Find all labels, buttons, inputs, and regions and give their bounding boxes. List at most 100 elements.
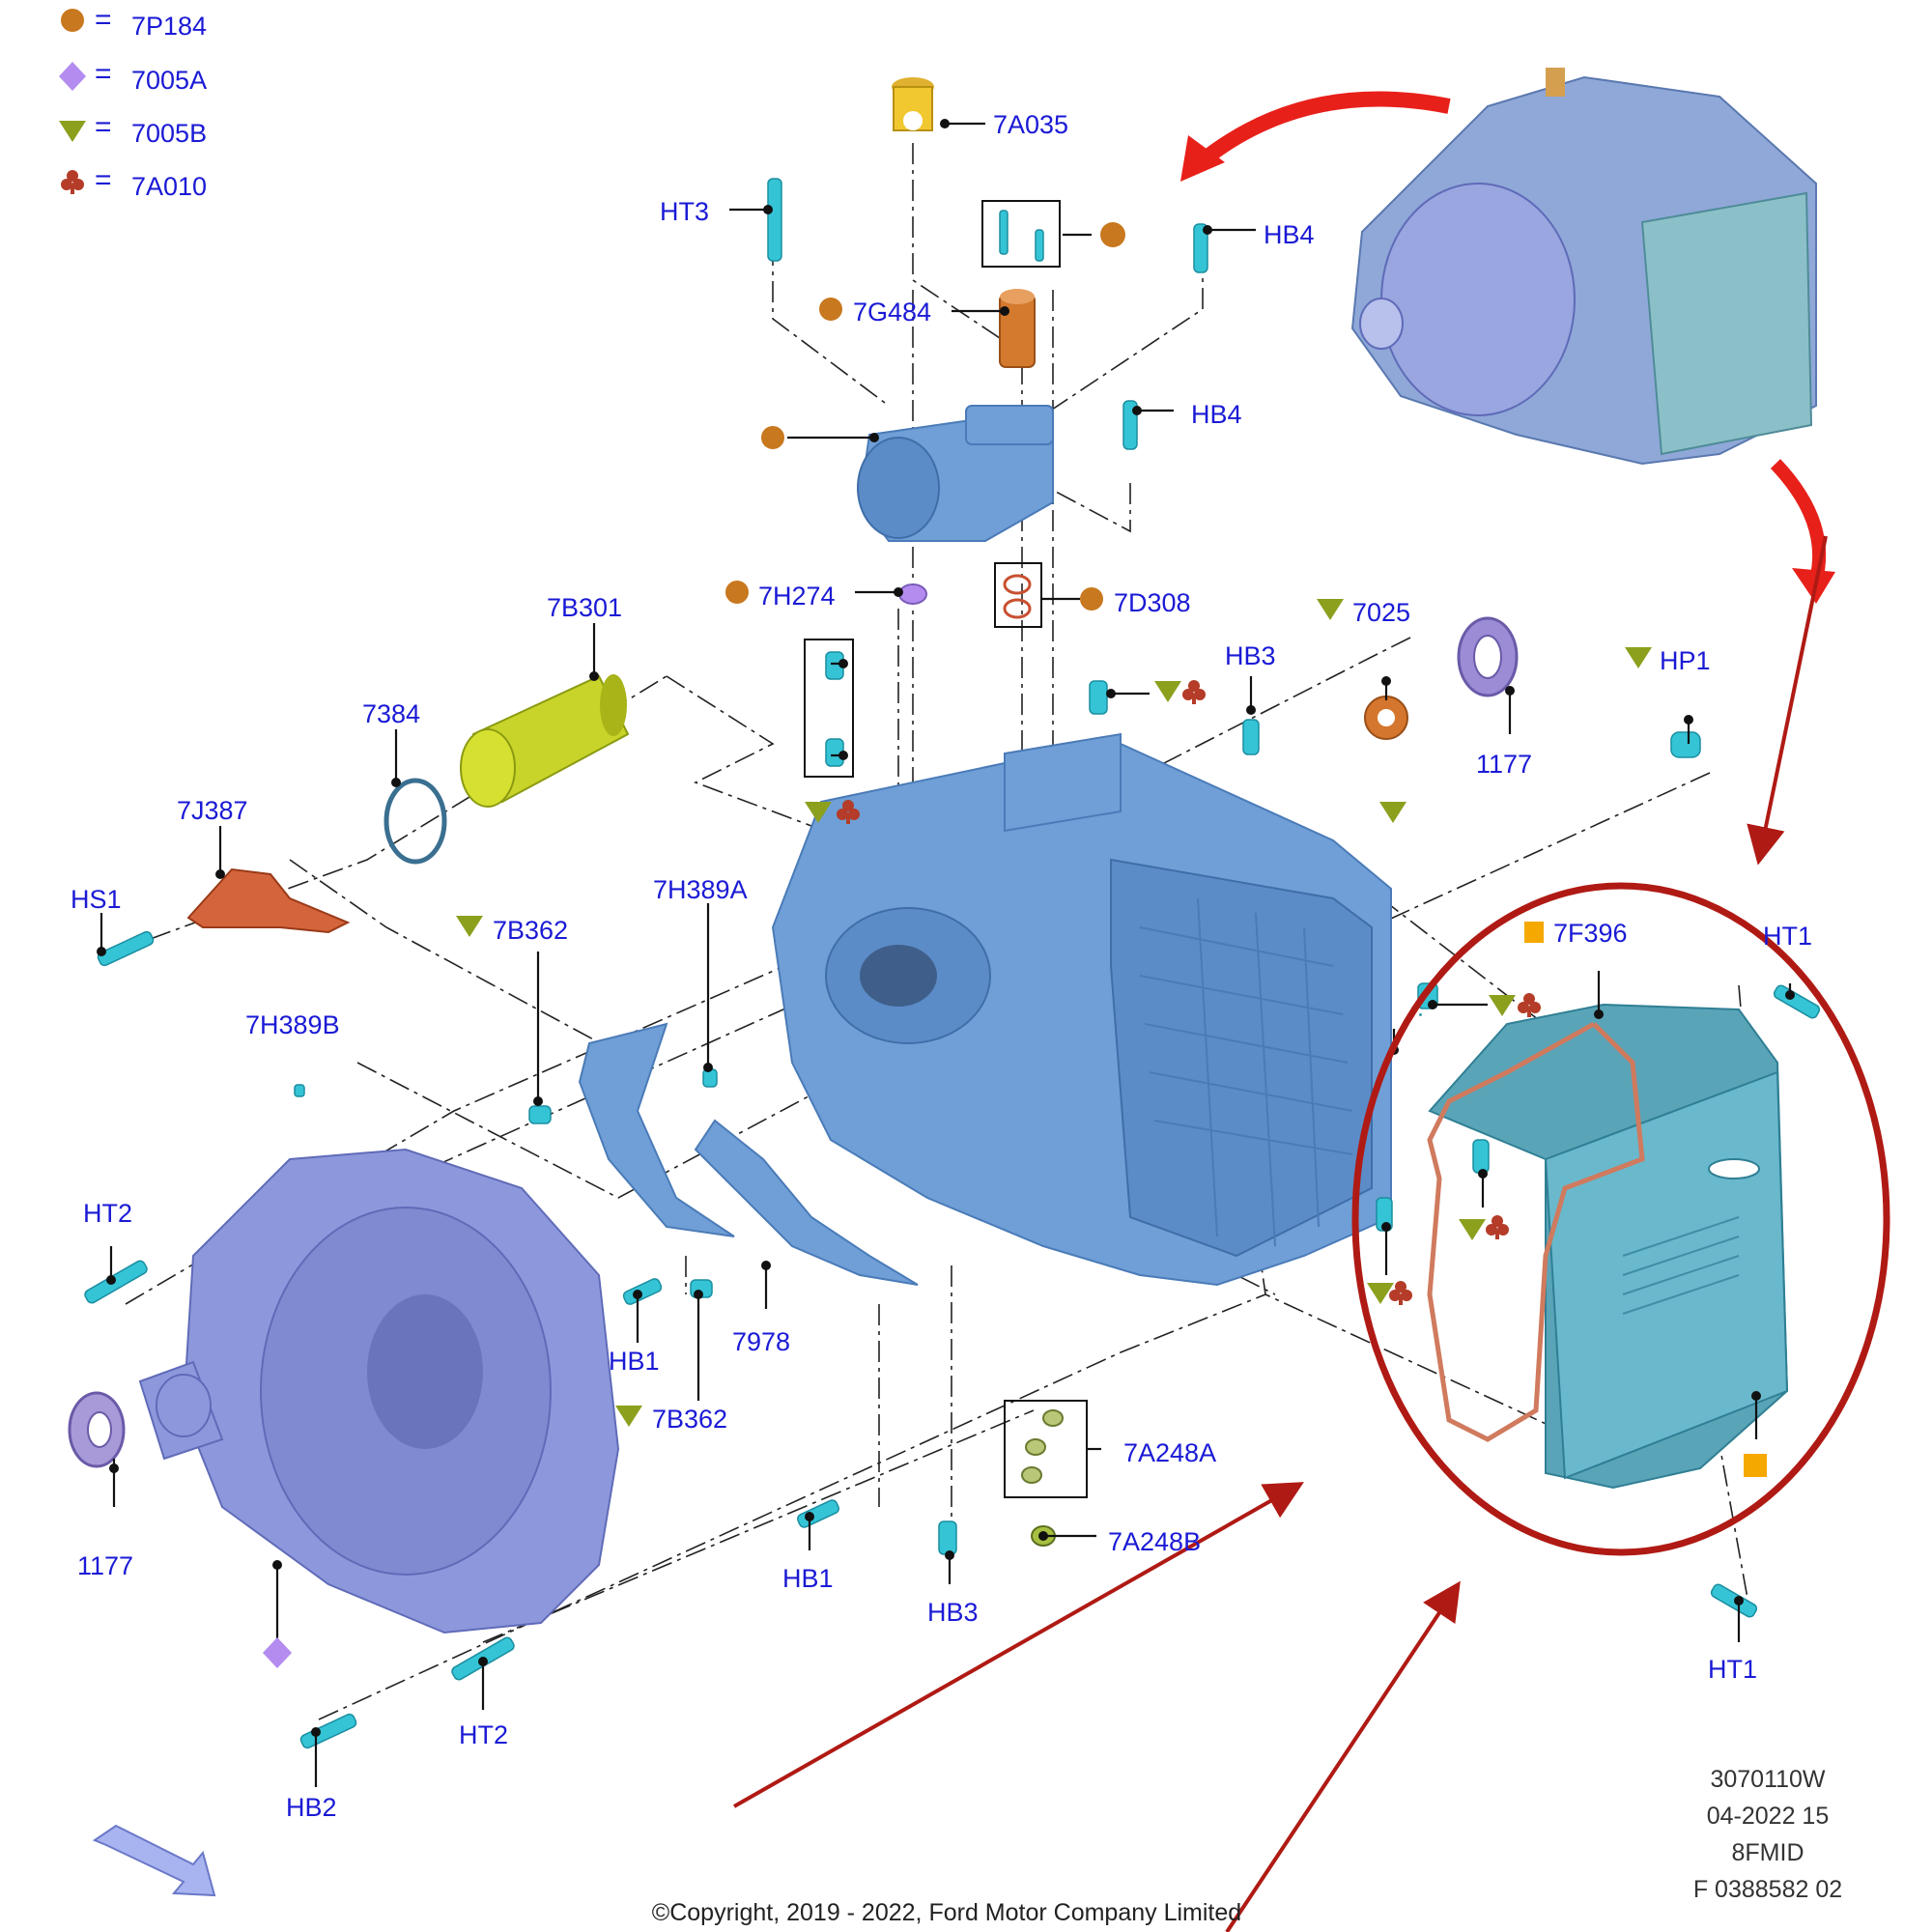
snap-ring-7384	[384, 778, 447, 865]
label-HS1: HS1	[71, 885, 122, 914]
red-callouts	[733, 91, 1890, 1932]
bolt-HB1-low	[796, 1499, 840, 1528]
label-HT1-lower: HT1	[1708, 1655, 1757, 1684]
label-HT2-left: HT2	[83, 1199, 132, 1228]
bolt-7B362-upper	[528, 1105, 552, 1124]
label-HB1-mid: HB1	[609, 1347, 660, 1376]
bolt-HB3-top	[1242, 719, 1260, 755]
pins-box-top	[981, 200, 1061, 268]
orange-dot-icon	[1100, 222, 1125, 247]
orange-dot-icon	[725, 581, 749, 604]
legend: = 7P184 = 7005A = 7005B = 7A010	[59, 4, 207, 201]
olive-triangle-icon	[456, 916, 483, 937]
label-HT2-low: HT2	[459, 1720, 508, 1749]
label-7G484: 7G484	[853, 298, 931, 327]
square-marker-icon	[1524, 922, 1544, 943]
deflector-shields	[578, 1022, 919, 1286]
overview-transmission-image	[1350, 68, 1817, 466]
curved-arrow-right	[1770, 459, 1827, 582]
olive-triangle-icon	[1459, 1219, 1486, 1240]
direction-arrow-icon	[92, 1824, 216, 1897]
copyright-text: ©Copyright, 2019 - 2022, Ford Motor Comp…	[652, 1899, 1241, 1926]
label-7A248B: 7A248B	[1108, 1527, 1201, 1556]
label-7H389A: 7H389A	[653, 875, 748, 904]
purple-diamond-icon	[59, 62, 86, 91]
club-icon	[1518, 993, 1541, 1017]
seal-1177-right	[1457, 616, 1519, 697]
meta-line-3: 8FMID	[1732, 1839, 1804, 1866]
label-7384: 7384	[362, 699, 420, 728]
part-labels: 7A035 HT3 HB4 7G484 HB4 7H274 7D308 7B30…	[71, 110, 1812, 1822]
club-icon	[1486, 1215, 1509, 1239]
sensor-7A035	[892, 77, 934, 131]
meta-line-2: 04-2022 15	[1707, 1803, 1830, 1830]
bolt-HB2	[299, 1713, 357, 1749]
purple-diamond-icon	[263, 1637, 292, 1668]
orange-dot-icon	[61, 9, 84, 32]
marker-symbols	[263, 222, 1767, 1668]
callout-arrow-2	[733, 1482, 1304, 1808]
bolt-club-top	[1089, 680, 1108, 715]
olive-triangle-icon	[1489, 995, 1516, 1016]
oil-pan-7F396	[1428, 1003, 1789, 1490]
label-7B362-upper: 7B362	[493, 916, 568, 945]
bolt-HT2-left	[84, 1260, 148, 1304]
square-marker-icon	[1744, 1454, 1767, 1477]
legend-item-7A010: = 7A010	[61, 164, 207, 201]
bolt-HB3-low	[938, 1520, 957, 1555]
curved-arrow-head-top	[1180, 135, 1225, 182]
label-HT1-upper: HT1	[1763, 922, 1812, 951]
legend-code: 7005A	[131, 66, 207, 95]
label-HB4-top: HB4	[1264, 220, 1315, 249]
converter-housing	[138, 1148, 620, 1634]
label-7025: 7025	[1352, 598, 1410, 627]
orange-dot-icon	[761, 426, 784, 449]
bolt-HB4-top	[1193, 223, 1208, 273]
label-HT3: HT3	[660, 197, 709, 226]
olive-triangle-icon	[805, 802, 832, 823]
label-HB2: HB2	[286, 1793, 337, 1822]
olive-triangle-icon	[1367, 1283, 1394, 1304]
actuator-assembly	[857, 405, 1054, 542]
olive-triangle-icon	[1317, 599, 1344, 620]
filter-7B301	[460, 674, 630, 808]
bolt-HT3	[767, 178, 782, 262]
label-1177-right: 1177	[1476, 750, 1532, 779]
bolt-HS1	[97, 930, 155, 967]
label-HB3-low: HB3	[927, 1598, 979, 1627]
sensor-7G484	[999, 289, 1036, 368]
bolt-HP1	[1670, 731, 1701, 758]
label-7978: 7978	[732, 1327, 790, 1356]
callout-circle	[1351, 882, 1890, 1556]
legend-eq: =	[95, 58, 112, 90]
olive-triangle-icon	[59, 121, 86, 142]
label-7F396: 7F396	[1553, 919, 1628, 948]
callout-arrow-1	[1747, 535, 1828, 866]
gasket-7F396	[1427, 1021, 1645, 1442]
club-icon	[61, 170, 84, 194]
legend-code: 7005B	[131, 119, 207, 148]
label-HB4-mid: HB4	[1191, 400, 1242, 429]
olive-triangle-icon	[615, 1406, 642, 1427]
label-7B362-lower: 7B362	[652, 1405, 727, 1434]
plug-7H389A	[702, 1068, 718, 1088]
label-7D308: 7D308	[1114, 588, 1191, 617]
callout-arrow-3	[1225, 1580, 1461, 1932]
meta-line-1: 3070110W	[1710, 1766, 1825, 1793]
legend-item-7P184: = 7P184	[61, 4, 207, 41]
bolt-pan-1	[1472, 1139, 1490, 1174]
label-7A035: 7A035	[993, 110, 1068, 139]
olive-triangle-icon	[1625, 647, 1652, 668]
label-7A248A: 7A248A	[1123, 1438, 1216, 1467]
legend-code: 7A010	[131, 172, 207, 201]
meta-line-4: F 0388582 02	[1693, 1876, 1842, 1903]
label-1177-left: 1177	[77, 1551, 133, 1580]
label-7H274: 7H274	[758, 582, 836, 611]
legend-item-7005A: = 7005A	[59, 58, 207, 95]
legend-item-7005B: = 7005B	[59, 111, 207, 148]
seal-1177-left	[68, 1391, 126, 1468]
transmission-case	[771, 732, 1392, 1287]
label-HB3-top: HB3	[1225, 641, 1276, 670]
orange-dot-icon	[819, 298, 842, 321]
